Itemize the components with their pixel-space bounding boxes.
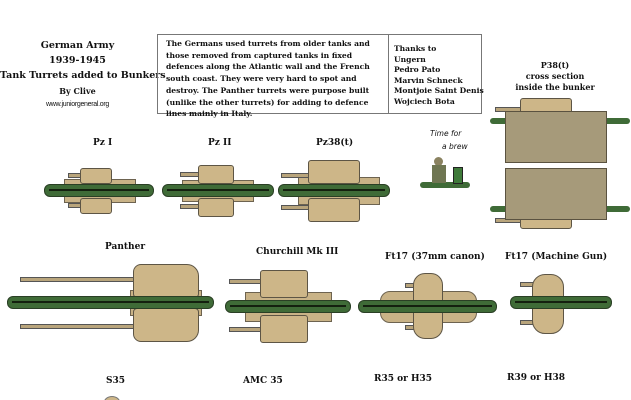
gun (229, 279, 263, 284)
turret (80, 198, 112, 214)
ft17-mg-turret (508, 272, 613, 337)
thanks-name: Wojciech Bota (394, 96, 455, 106)
ground-bar (44, 184, 154, 197)
pz2-turret (162, 160, 277, 220)
soldier-body (432, 165, 446, 183)
ground (420, 182, 470, 188)
hull-section (505, 111, 607, 163)
ground-bar (510, 296, 612, 309)
brew-caption: Time for a brew (430, 127, 468, 153)
label-amc35: AMC 35 (243, 376, 283, 386)
sheet-title: German Army 1939-1945 Tank Turrets added… (0, 38, 166, 83)
thanks-list: Thanks to Ungern Pedro Pato Marvin Schne… (394, 44, 484, 107)
churchill-turret (225, 265, 355, 345)
label-pz1: Pz I (93, 138, 113, 148)
s35-turret-partial (104, 396, 120, 400)
label-ft17-37mm: Ft17 (37mm canon) (385, 252, 485, 262)
turret (198, 165, 234, 184)
divider (388, 34, 389, 113)
gun (229, 327, 263, 332)
label-pz38: Pz38(t) (316, 138, 354, 148)
caption-line: Time for (430, 129, 462, 138)
label-line: P38(t) (540, 60, 570, 70)
turret (260, 315, 308, 343)
pz1-turret (44, 160, 156, 220)
website-link[interactable]: www.juniorgeneral.org (46, 101, 109, 108)
cross-section-label: P38(t) cross section inside the bunker (505, 60, 605, 93)
turret (308, 160, 360, 184)
title-line: Tank Turrets added to Bunkers (0, 70, 166, 81)
title-line: 1939-1945 (49, 55, 106, 66)
label-pz2: Pz II (208, 138, 232, 148)
caption-line: a brew (442, 142, 468, 151)
byline: By Clive (59, 86, 96, 96)
turret (198, 198, 234, 217)
label-churchill: Churchill Mk III (256, 247, 339, 257)
label-r39: R39 or H38 (507, 373, 566, 383)
hull-section (505, 168, 607, 220)
label-r35: R35 or H35 (374, 374, 433, 384)
label-line: inside the bunker (515, 82, 595, 92)
ground-bar (358, 300, 497, 313)
panther-turret (5, 260, 217, 345)
pz38-turret (278, 155, 390, 225)
thanks-name: Montjoie Saint Denis (394, 86, 484, 95)
thanks-heading: Thanks to (394, 44, 437, 53)
thanks-name: Marvin Schneck (394, 75, 463, 85)
thanks-name: Pedro Pato (394, 65, 441, 74)
ground-bar (278, 184, 390, 197)
ground-bar (162, 184, 274, 197)
label-ft17-mg: Ft17 (Machine Gun) (505, 252, 608, 262)
turret (308, 198, 360, 222)
ft17-37mm-turret (358, 265, 500, 345)
ground-bar (225, 300, 351, 313)
p38t-cross-section (490, 93, 630, 233)
ground-bar (7, 296, 214, 309)
label-panther: Panther (105, 242, 146, 252)
gun (20, 277, 137, 282)
soldier-figure (420, 155, 475, 190)
thanks-box (389, 34, 482, 114)
turret (133, 264, 199, 298)
label-s35: S35 (106, 376, 126, 386)
gun (20, 324, 137, 329)
info-text: The Germans used turrets from older tank… (166, 39, 370, 119)
title-line: German Army (40, 40, 115, 51)
info-box (157, 34, 482, 114)
jerrycan (453, 167, 463, 184)
label-line: cross section (525, 71, 585, 81)
turret (80, 168, 112, 184)
thanks-name: Ungern (394, 54, 426, 64)
turret (133, 308, 199, 342)
turret (260, 270, 308, 298)
soldier-head (434, 157, 443, 166)
